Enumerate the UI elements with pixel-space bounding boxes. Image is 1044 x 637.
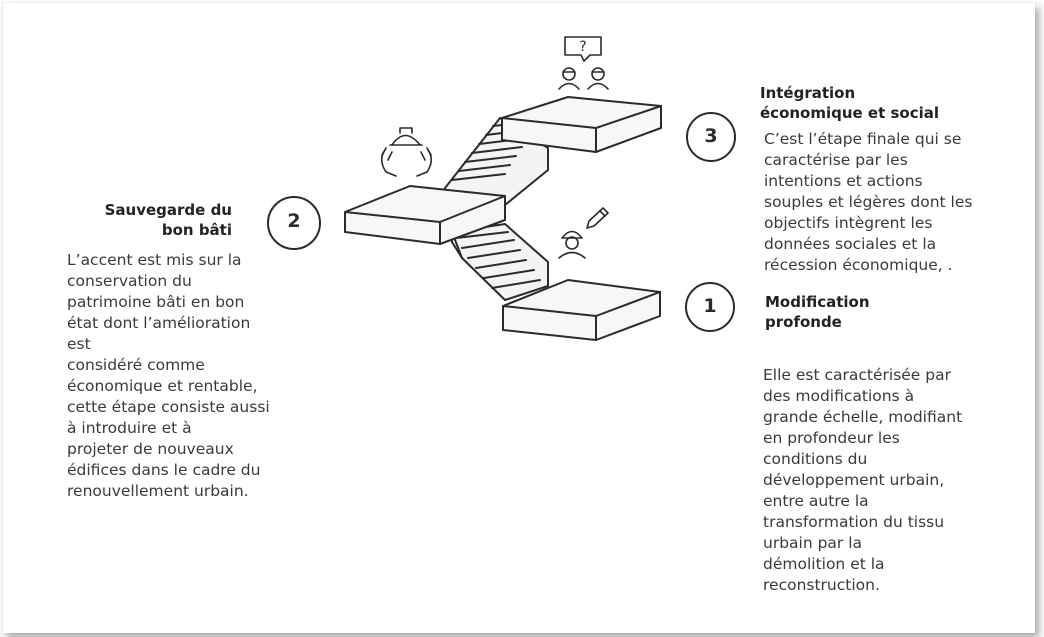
landing-middle (344, 185, 506, 245)
step-2-circle (267, 196, 321, 250)
step-3-circle (686, 112, 736, 162)
helmet-hands-icon (380, 127, 433, 177)
step-2-description: L’accent est mis sur la conservation du … (67, 251, 270, 500)
step-1-title: Modification profonde (765, 293, 870, 331)
landing-bottom (502, 279, 661, 341)
step-1-number: 1 (703, 295, 717, 317)
landing-top (501, 96, 662, 153)
question-bubble-people-icon (558, 36, 609, 90)
worker-pencil-icon (558, 207, 609, 259)
stair-flight-lower (451, 223, 549, 301)
step-2-title: Sauvegarde du bon bâti (104, 201, 232, 239)
question-mark-label: ? (579, 39, 586, 55)
step-3-description: C’est l’étape finale qui se caractérise … (764, 130, 973, 274)
step-2-number: 2 (287, 210, 301, 232)
step-1-description: Elle est caractérisée par des modificati… (763, 366, 963, 594)
step-1-circle (685, 282, 735, 332)
step-3-number: 3 (704, 125, 718, 147)
step-3-title: Intégration économique et social (760, 84, 940, 122)
